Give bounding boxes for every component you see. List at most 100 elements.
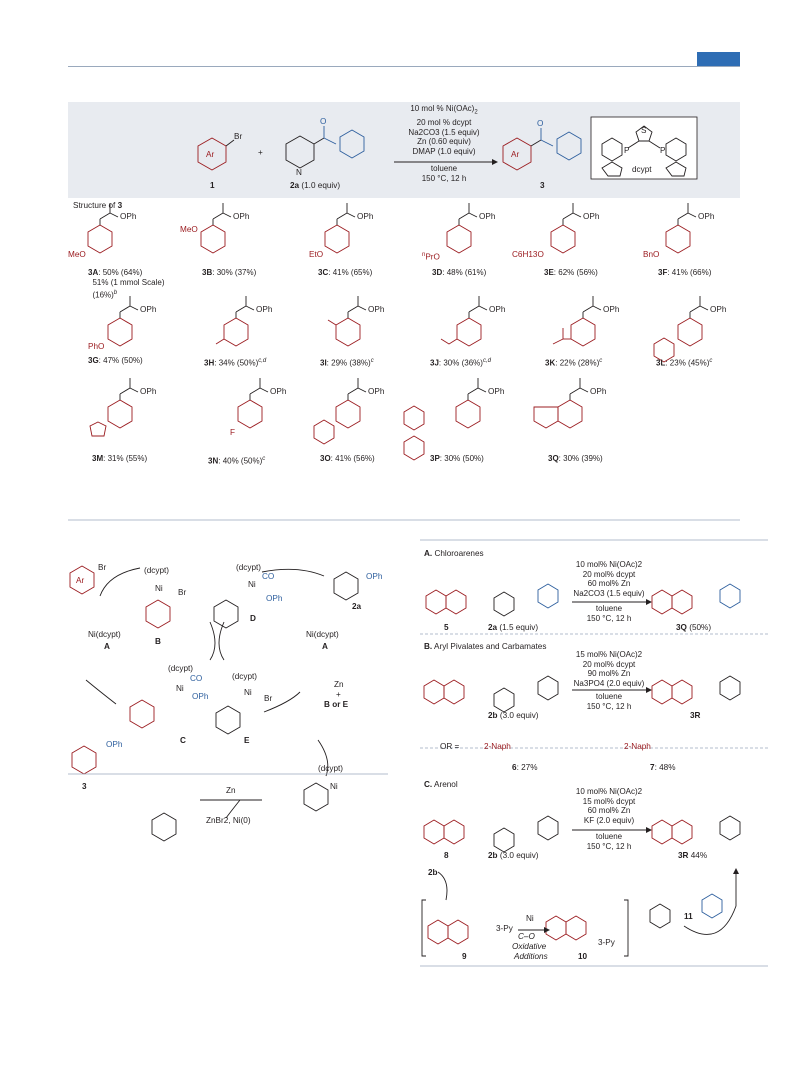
- right-a-2a: 2a (1.5 equiv): [488, 623, 539, 632]
- oph-10: OPh: [489, 305, 506, 314]
- mech-label-b: B: [155, 637, 161, 646]
- right-b-3r: 3R: [690, 711, 701, 720]
- right-c-title: C. Arenol: [424, 780, 458, 789]
- oph-4: OPh: [479, 212, 496, 221]
- right-a-3q: 3Q (50%): [676, 623, 712, 632]
- right-b-naph2: 2-Naph: [624, 742, 651, 751]
- mech-plus: +: [336, 690, 341, 699]
- dcypt-p1: P: [624, 146, 630, 155]
- conditions-above: 10 mol % Ni(OAc)2 20 mol % dcypt Na2CO3 …: [408, 104, 480, 156]
- mech-nidcypt-left: Ni(dcypt): [88, 630, 121, 639]
- mech-dcypt-d: (dcypt): [236, 563, 262, 572]
- yield-3L: 3L: 23% (45%)c: [656, 358, 713, 368]
- right-d-ni: Ni: [526, 914, 534, 923]
- oph-17: OPh: [590, 387, 607, 396]
- right-b-2b: 2b (3.0 equiv): [488, 711, 539, 720]
- sub-3C: EtO: [309, 250, 324, 259]
- sub-3E: C6H13O: [512, 250, 544, 259]
- yield-3N: 3N: 40% (50%)c: [208, 456, 266, 466]
- reagent-1-ar: Ar: [206, 150, 215, 159]
- mechanism-diagram: [69, 565, 359, 842]
- sub-3G: PhO: [88, 342, 105, 351]
- right-d-3py2: 3-Py: [598, 938, 615, 947]
- oph-14: OPh: [270, 387, 287, 396]
- mech-dcypt-e: (dcypt): [232, 672, 258, 681]
- header-accent-block: [697, 52, 740, 66]
- plus-sign: +: [258, 148, 263, 157]
- yield-3P: 3P: 30% (50%): [430, 454, 484, 463]
- mech-oph-2a: OPh: [366, 572, 383, 581]
- yield-3Q: 3Q: 30% (39%): [548, 454, 603, 463]
- mech-b-or-e: B or E: [324, 700, 349, 709]
- dcypt-box: [590, 116, 698, 180]
- oph-1: OPh: [120, 212, 137, 221]
- mech-co-c: CO: [190, 674, 203, 683]
- product-3-o: O: [537, 119, 544, 128]
- right-d-2b: 2b: [428, 868, 438, 877]
- mech-zn2: Zn: [226, 786, 236, 795]
- yield-3B: 3B: 30% (37%): [202, 268, 257, 277]
- yield-3J: 3J: 30% (36%)c,d: [430, 358, 491, 368]
- product-3-structure: [502, 128, 582, 171]
- oph-7: OPh: [140, 305, 157, 314]
- oph-11: OPh: [603, 305, 620, 314]
- yield-3K: 3K: 22% (28%)c: [545, 358, 603, 368]
- product-structures: [87, 203, 709, 461]
- right-d-11: 11: [684, 912, 693, 921]
- mech-label-d: D: [250, 614, 256, 623]
- mech-dcypt-b: (dcypt): [144, 566, 170, 575]
- dcypt-p2: P: [660, 146, 666, 155]
- yield-3E: 3E: 62% (56%): [544, 268, 598, 277]
- right-b-7: 7: 48%: [650, 763, 676, 772]
- header-rule: [68, 66, 740, 67]
- right-c-3r: 3R 44%: [678, 851, 708, 860]
- mech-label-c: C: [180, 736, 186, 745]
- right-b-or: OR =: [440, 742, 460, 751]
- oph-13: OPh: [140, 387, 157, 396]
- right-b-naph1: 2-Naph: [484, 742, 511, 751]
- right-d-co: C–O: [518, 932, 535, 941]
- right-d-9: 9: [462, 952, 467, 961]
- mech-label-3: 3: [82, 782, 87, 791]
- mech-oph-c: OPh: [192, 692, 209, 701]
- sub-3D: nPrO: [422, 252, 440, 262]
- mech-label-a-left: A: [104, 642, 110, 651]
- right-d-ox: Oxidative: [512, 942, 547, 951]
- reagent-1-label: 1: [210, 181, 215, 190]
- mech-ni-c: Ni: [176, 684, 184, 693]
- sub-3B: MeO: [180, 225, 198, 234]
- mech-dcypt-c: (dcypt): [168, 664, 194, 673]
- mech-oph-3: OPh: [106, 740, 123, 749]
- mech-znbr: ZnBr2, Ni(0): [206, 816, 251, 825]
- mech-zn: Zn: [334, 680, 344, 689]
- right-b-title: B. Aryl Pivalates and Carbamates: [424, 642, 547, 651]
- dcypt-structure: [601, 125, 687, 177]
- oph-2: OPh: [233, 212, 250, 221]
- right-d-10: 10: [578, 952, 588, 961]
- right-b-6: 6: 27%: [512, 763, 538, 772]
- mech-label-e: E: [244, 736, 250, 745]
- mech-label-a-right: A: [322, 642, 328, 651]
- reagent-1-br: Br: [234, 132, 243, 141]
- mech-ar1: Ar: [76, 576, 85, 585]
- reagent-2a-n: N: [296, 168, 302, 177]
- mech-nidcypt-right: Ni(dcypt): [306, 630, 339, 639]
- oph-12: OPh: [710, 305, 727, 314]
- mech-oph-d: OPh: [266, 594, 283, 603]
- oph-3: OPh: [357, 212, 374, 221]
- mech-label-2a: 2a: [352, 602, 362, 611]
- mech-br1: Br: [98, 563, 107, 572]
- oph-8: OPh: [256, 305, 273, 314]
- mech-ni-e: Ni: [244, 688, 252, 697]
- dcypt-label: dcypt: [632, 165, 652, 174]
- yield-3F: 3F: 41% (66%): [658, 268, 712, 277]
- sub-3A: MeO: [68, 250, 86, 259]
- oph-6: OPh: [698, 212, 715, 221]
- right-panel-structures: [420, 539, 768, 967]
- reagent-1-structure: [197, 137, 235, 171]
